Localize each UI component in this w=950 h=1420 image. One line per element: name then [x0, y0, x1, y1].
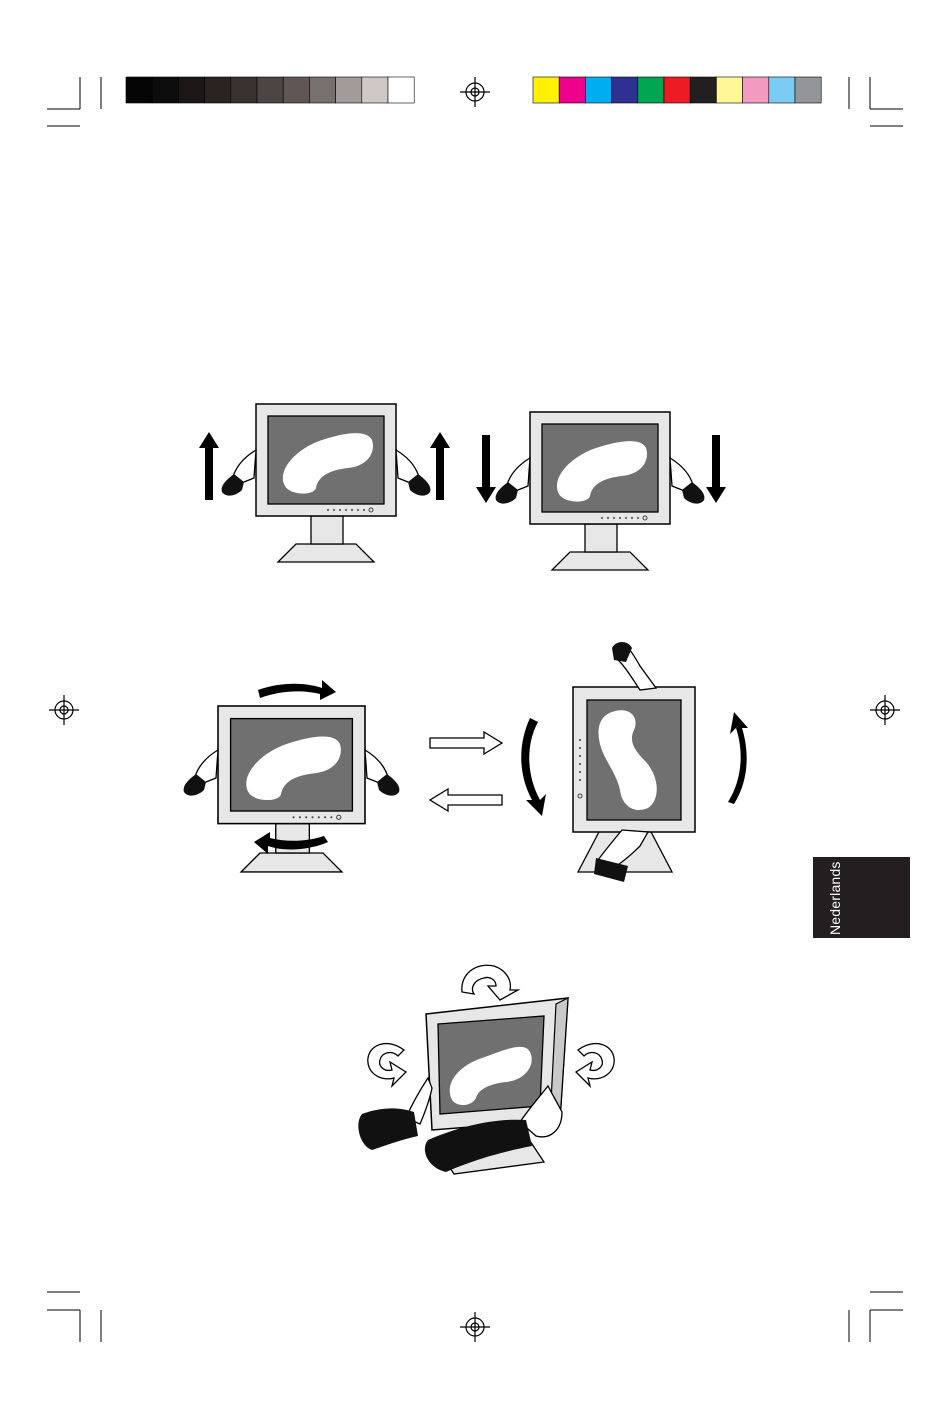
right-hand-icon [670, 458, 704, 504]
left-arm-icon [358, 1108, 418, 1150]
rotate-arrow-icon [728, 712, 748, 804]
color-swatch [362, 77, 388, 103]
figure-tilt-swivel [358, 965, 614, 1174]
color-swatch [716, 77, 742, 103]
color-swatch [309, 77, 335, 103]
color-swatch [769, 77, 795, 103]
color-swatch [152, 77, 178, 103]
left-hand-icon [222, 450, 256, 496]
registration-mark-icon [870, 695, 900, 725]
color-swatch [533, 77, 559, 103]
color-swatch [612, 77, 638, 103]
color-swatch [126, 77, 152, 103]
color-swatch [283, 77, 309, 103]
color-swatch [336, 77, 362, 103]
right-hand-icon [365, 750, 399, 796]
registration-mark-icon [460, 77, 490, 107]
color-swatch [585, 77, 611, 103]
circular-arrow-icon [368, 1044, 406, 1086]
right-hand-icon [396, 450, 430, 496]
up-arrow-icon [430, 432, 450, 500]
color-swatch [388, 77, 414, 103]
up-arrow-icon [199, 432, 219, 500]
monitor-lowered [530, 412, 670, 570]
left-hand-icon [496, 458, 530, 504]
color-swatch [664, 77, 690, 103]
grayscale-color-bar [126, 77, 414, 103]
figure-pivot-rotation [184, 642, 748, 882]
color-swatch [559, 77, 585, 103]
color-swatch [795, 77, 821, 103]
left-arrow-icon [430, 789, 502, 811]
process-color-bar [533, 77, 821, 103]
figure-height-adjustment [199, 404, 726, 570]
language-tab: Nederlands [813, 857, 910, 938]
color-swatch [178, 77, 204, 103]
down-arrow-icon [706, 435, 726, 503]
down-arrow-icon [476, 435, 496, 503]
language-tab-label: Nederlands [827, 861, 843, 935]
right-arrow-icon [430, 732, 502, 754]
color-swatch [205, 77, 231, 103]
color-swatch [231, 77, 257, 103]
registration-mark-icon [49, 695, 79, 725]
monitor-raised [256, 404, 396, 562]
color-swatch [743, 77, 769, 103]
left-hand-icon [184, 750, 218, 796]
rotate-arrow-icon [258, 680, 336, 700]
rotate-arrow-icon [521, 718, 546, 816]
circular-arrow-icon [576, 1044, 614, 1086]
color-swatch [257, 77, 283, 103]
registration-mark-icon [460, 1312, 490, 1342]
color-swatch [638, 77, 664, 103]
circular-arrow-icon [462, 965, 518, 1000]
color-swatch [690, 77, 716, 103]
